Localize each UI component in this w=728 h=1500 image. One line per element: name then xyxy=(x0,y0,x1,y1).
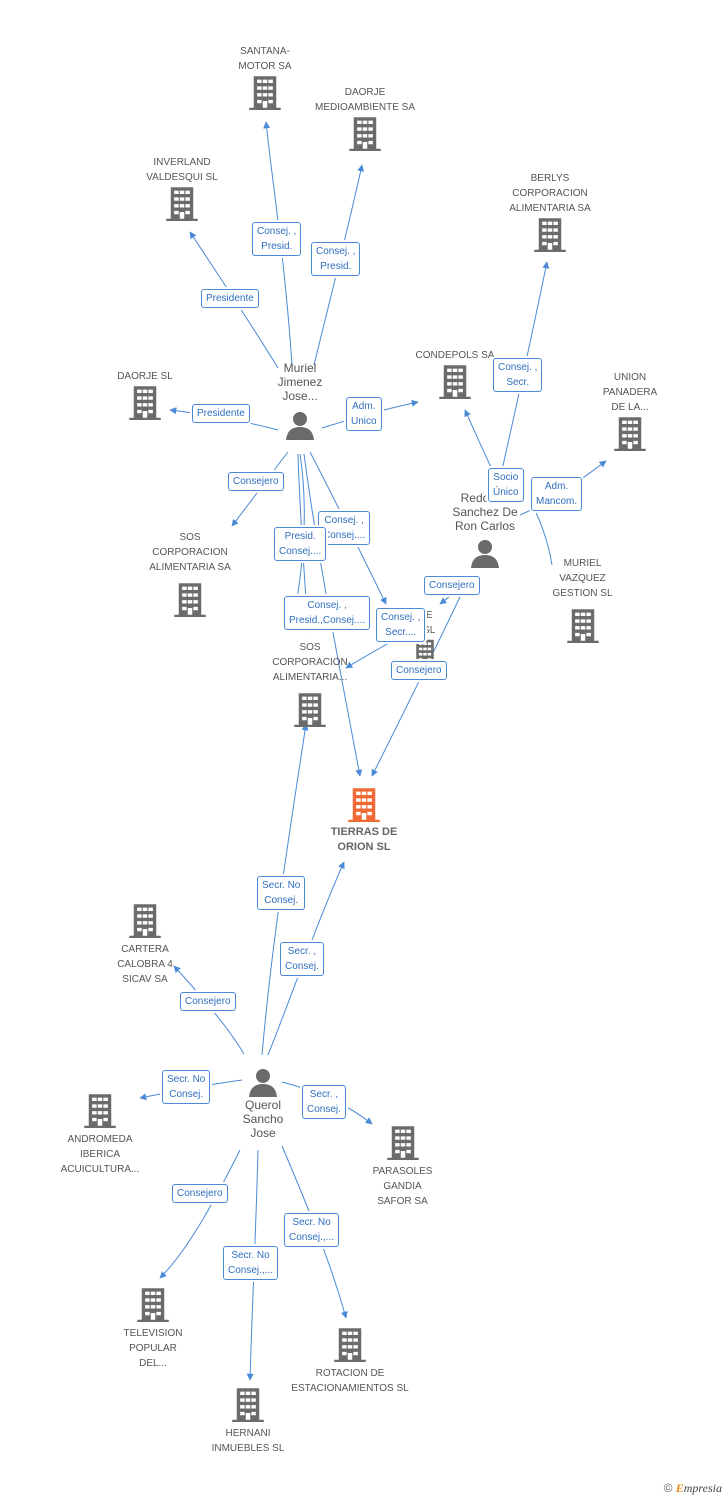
company-node-muriel-vazquez[interactable]: MURIEL VAZQUEZ GESTION SL xyxy=(535,556,630,643)
node-label: DAORJE MEDIOAMBIENTE SA xyxy=(314,87,415,113)
building-icon xyxy=(232,1388,264,1422)
edge-label-consej-presid[interactable]: Consej. , Presid. xyxy=(252,222,302,256)
node-label: CONDEPOLS SA xyxy=(415,350,495,361)
node-label: MURIEL VAZQUEZ GESTION SL xyxy=(552,558,613,599)
node-label: ROTACION DE ESTACIONAMIENTOS SL xyxy=(291,1368,409,1394)
node-label: SOS CORPORACION ALIMENTARIA SA xyxy=(149,532,231,573)
node-label: SOS CORPORACION ALIMENTARIA... xyxy=(272,642,348,683)
edge-redondo-berlys xyxy=(501,261,550,471)
edge-querol-cartera xyxy=(173,965,245,1055)
edge-label-consej-secr[interactable]: Consej. , Secr.... xyxy=(376,608,426,642)
person-node-querol-sancho[interactable]: Querol Sancho Jose xyxy=(218,1066,308,1140)
person-node-redondo[interactable]: Redondo Sanchez De Ron Carlos xyxy=(440,491,530,569)
building-icon xyxy=(137,1288,169,1322)
edge-label-secr-consej[interactable]: Secr. , Consej. xyxy=(302,1085,346,1119)
node-label: PARASOLES GANDIA SAFOR SA xyxy=(372,1166,433,1207)
person-icon xyxy=(286,412,314,440)
node-label: TIERRAS DE ORION SL xyxy=(330,826,398,853)
company-node-parasoles[interactable]: PARASOLES GANDIA SAFOR SA xyxy=(355,1124,450,1209)
building-icon xyxy=(166,187,198,221)
person-icon xyxy=(249,1069,277,1097)
building-icon xyxy=(566,609,599,643)
edge-label-presidente[interactable]: Presidente xyxy=(201,289,259,308)
person-node-muriel-jimenez[interactable]: Muriel Jimenez Jose... xyxy=(255,361,345,441)
company-node-condepols[interactable]: CONDEPOLS SA xyxy=(405,348,505,399)
edge-label-secr-no-consej[interactable]: Secr. No Consej. xyxy=(257,876,306,910)
building-icon xyxy=(534,218,566,252)
building-icon xyxy=(334,1328,366,1362)
company-node-rotacion[interactable]: ROTACION DE ESTACIONAMIENTOS SL xyxy=(284,1326,416,1396)
edge-label-consej-consej[interactable]: Consej. , Consej.... xyxy=(318,511,371,545)
edge-querol-television xyxy=(159,1149,241,1279)
edge-label-consejero[interactable]: Consejero xyxy=(424,576,480,595)
company-node-daorje-sl[interactable]: DAORJE SL xyxy=(100,369,190,420)
edge-label-presidente[interactable]: Presidente xyxy=(192,404,250,423)
company-node-television[interactable]: TELEVISION POPULAR DEL... xyxy=(108,1286,198,1371)
edge-label-consej-presid[interactable]: Consej. , Presid. xyxy=(311,242,361,276)
empresia-logo[interactable]: © Empresia xyxy=(664,1481,722,1496)
building-icon xyxy=(294,693,326,727)
building-icon xyxy=(129,386,161,420)
company-node-sos-corporacion-2[interactable]: SOS CORPORACION ALIMENTARIA... xyxy=(258,640,362,727)
company-node-inverland[interactable]: INVERLAND VALDESQUI SL xyxy=(132,155,232,221)
company-node-andromeda[interactable]: ANDROMEDA IBERICA ACUICULTURA... xyxy=(45,1092,155,1177)
company-node-tierras-de-orion[interactable]: TIERRAS DE ORION SL xyxy=(316,786,412,855)
edge-label-consej-presid-consej[interactable]: Consej. , Presid.,Consej.... xyxy=(284,596,371,630)
building-icon xyxy=(349,117,381,151)
edge-label-consejero[interactable]: Consejero xyxy=(180,992,236,1011)
edge-label-secr-consej[interactable]: Secr. , Consej. xyxy=(280,942,324,976)
edge-label-consej-secr[interactable]: Consej. , Secr. xyxy=(493,358,543,392)
edge-label-secr-no-consej[interactable]: Secr. No Consej.,... xyxy=(284,1213,340,1247)
company-node-union-panadera[interactable]: UNION PANADERA DE LA... xyxy=(590,370,670,451)
edge-label-presid-consej[interactable]: Presid. Consej.... xyxy=(274,527,327,561)
building-icon xyxy=(249,76,281,110)
company-node-cartera-calobra[interactable]: CARTERA CALOBRA 4 SICAV SA xyxy=(100,902,190,987)
node-label: INVERLAND VALDESQUI SL xyxy=(146,157,218,183)
edge-label-socio-unico[interactable]: Socio Único xyxy=(488,468,524,502)
edge-label-consejero[interactable]: Consejero xyxy=(228,472,284,491)
node-label: DAORJE SL xyxy=(117,371,173,382)
building-icon xyxy=(386,1126,419,1160)
edge-label-consejero[interactable]: Consejero xyxy=(172,1184,228,1203)
node-label: CARTERA CALOBRA 4 SICAV SA xyxy=(117,944,173,985)
node-label: SANTANA- MOTOR SA xyxy=(238,46,292,72)
building-icon xyxy=(439,365,471,399)
node-label: BERLYS CORPORACION ALIMENTARIA SA xyxy=(509,173,591,214)
person-icon xyxy=(471,540,499,568)
company-node-berlys[interactable]: BERLYS CORPORACION ALIMENTARIA SA xyxy=(500,171,600,252)
node-label: UNION PANADERA DE LA... xyxy=(602,372,658,413)
building-icon xyxy=(614,417,646,451)
copyright-icon: © xyxy=(663,1481,673,1495)
node-label: TELEVISION POPULAR DEL... xyxy=(123,1328,183,1369)
edge-label-adm-mancom[interactable]: Adm. Mancom. xyxy=(531,477,583,511)
node-label: ANDROMEDA IBERICA ACUICULTURA... xyxy=(60,1134,140,1175)
edge-label-consejero[interactable]: Consejero xyxy=(391,661,447,680)
edge-label-adm-unico[interactable]: Adm. Unico xyxy=(346,397,382,431)
building-icon xyxy=(84,1094,116,1128)
company-node-sos-corporacion-1[interactable]: SOS CORPORACION ALIMENTARIA SA xyxy=(135,530,245,617)
building-icon xyxy=(174,583,206,617)
building-icon xyxy=(129,904,161,938)
edge-label-secr-no-consej[interactable]: Secr. No Consej. xyxy=(162,1070,211,1104)
brand-name: Empresia xyxy=(675,1481,722,1495)
node-label: HERNANI INMUEBLES SL xyxy=(211,1428,285,1454)
node-label: Querol Sancho Jose xyxy=(242,1098,284,1140)
node-label: Muriel Jimenez Jose... xyxy=(277,361,323,403)
company-node-santana[interactable]: SANTANA- MOTOR SA xyxy=(215,44,315,110)
edge-label-secr-no-consej[interactable]: Secr. No Consej.,... xyxy=(223,1246,279,1280)
company-node-hernani[interactable]: HERNANI INMUEBLES SL xyxy=(200,1386,296,1456)
building-icon-highlighted xyxy=(348,788,380,822)
company-node-daorje-medioambiente[interactable]: DAORJE MEDIOAMBIENTE SA xyxy=(305,85,425,151)
